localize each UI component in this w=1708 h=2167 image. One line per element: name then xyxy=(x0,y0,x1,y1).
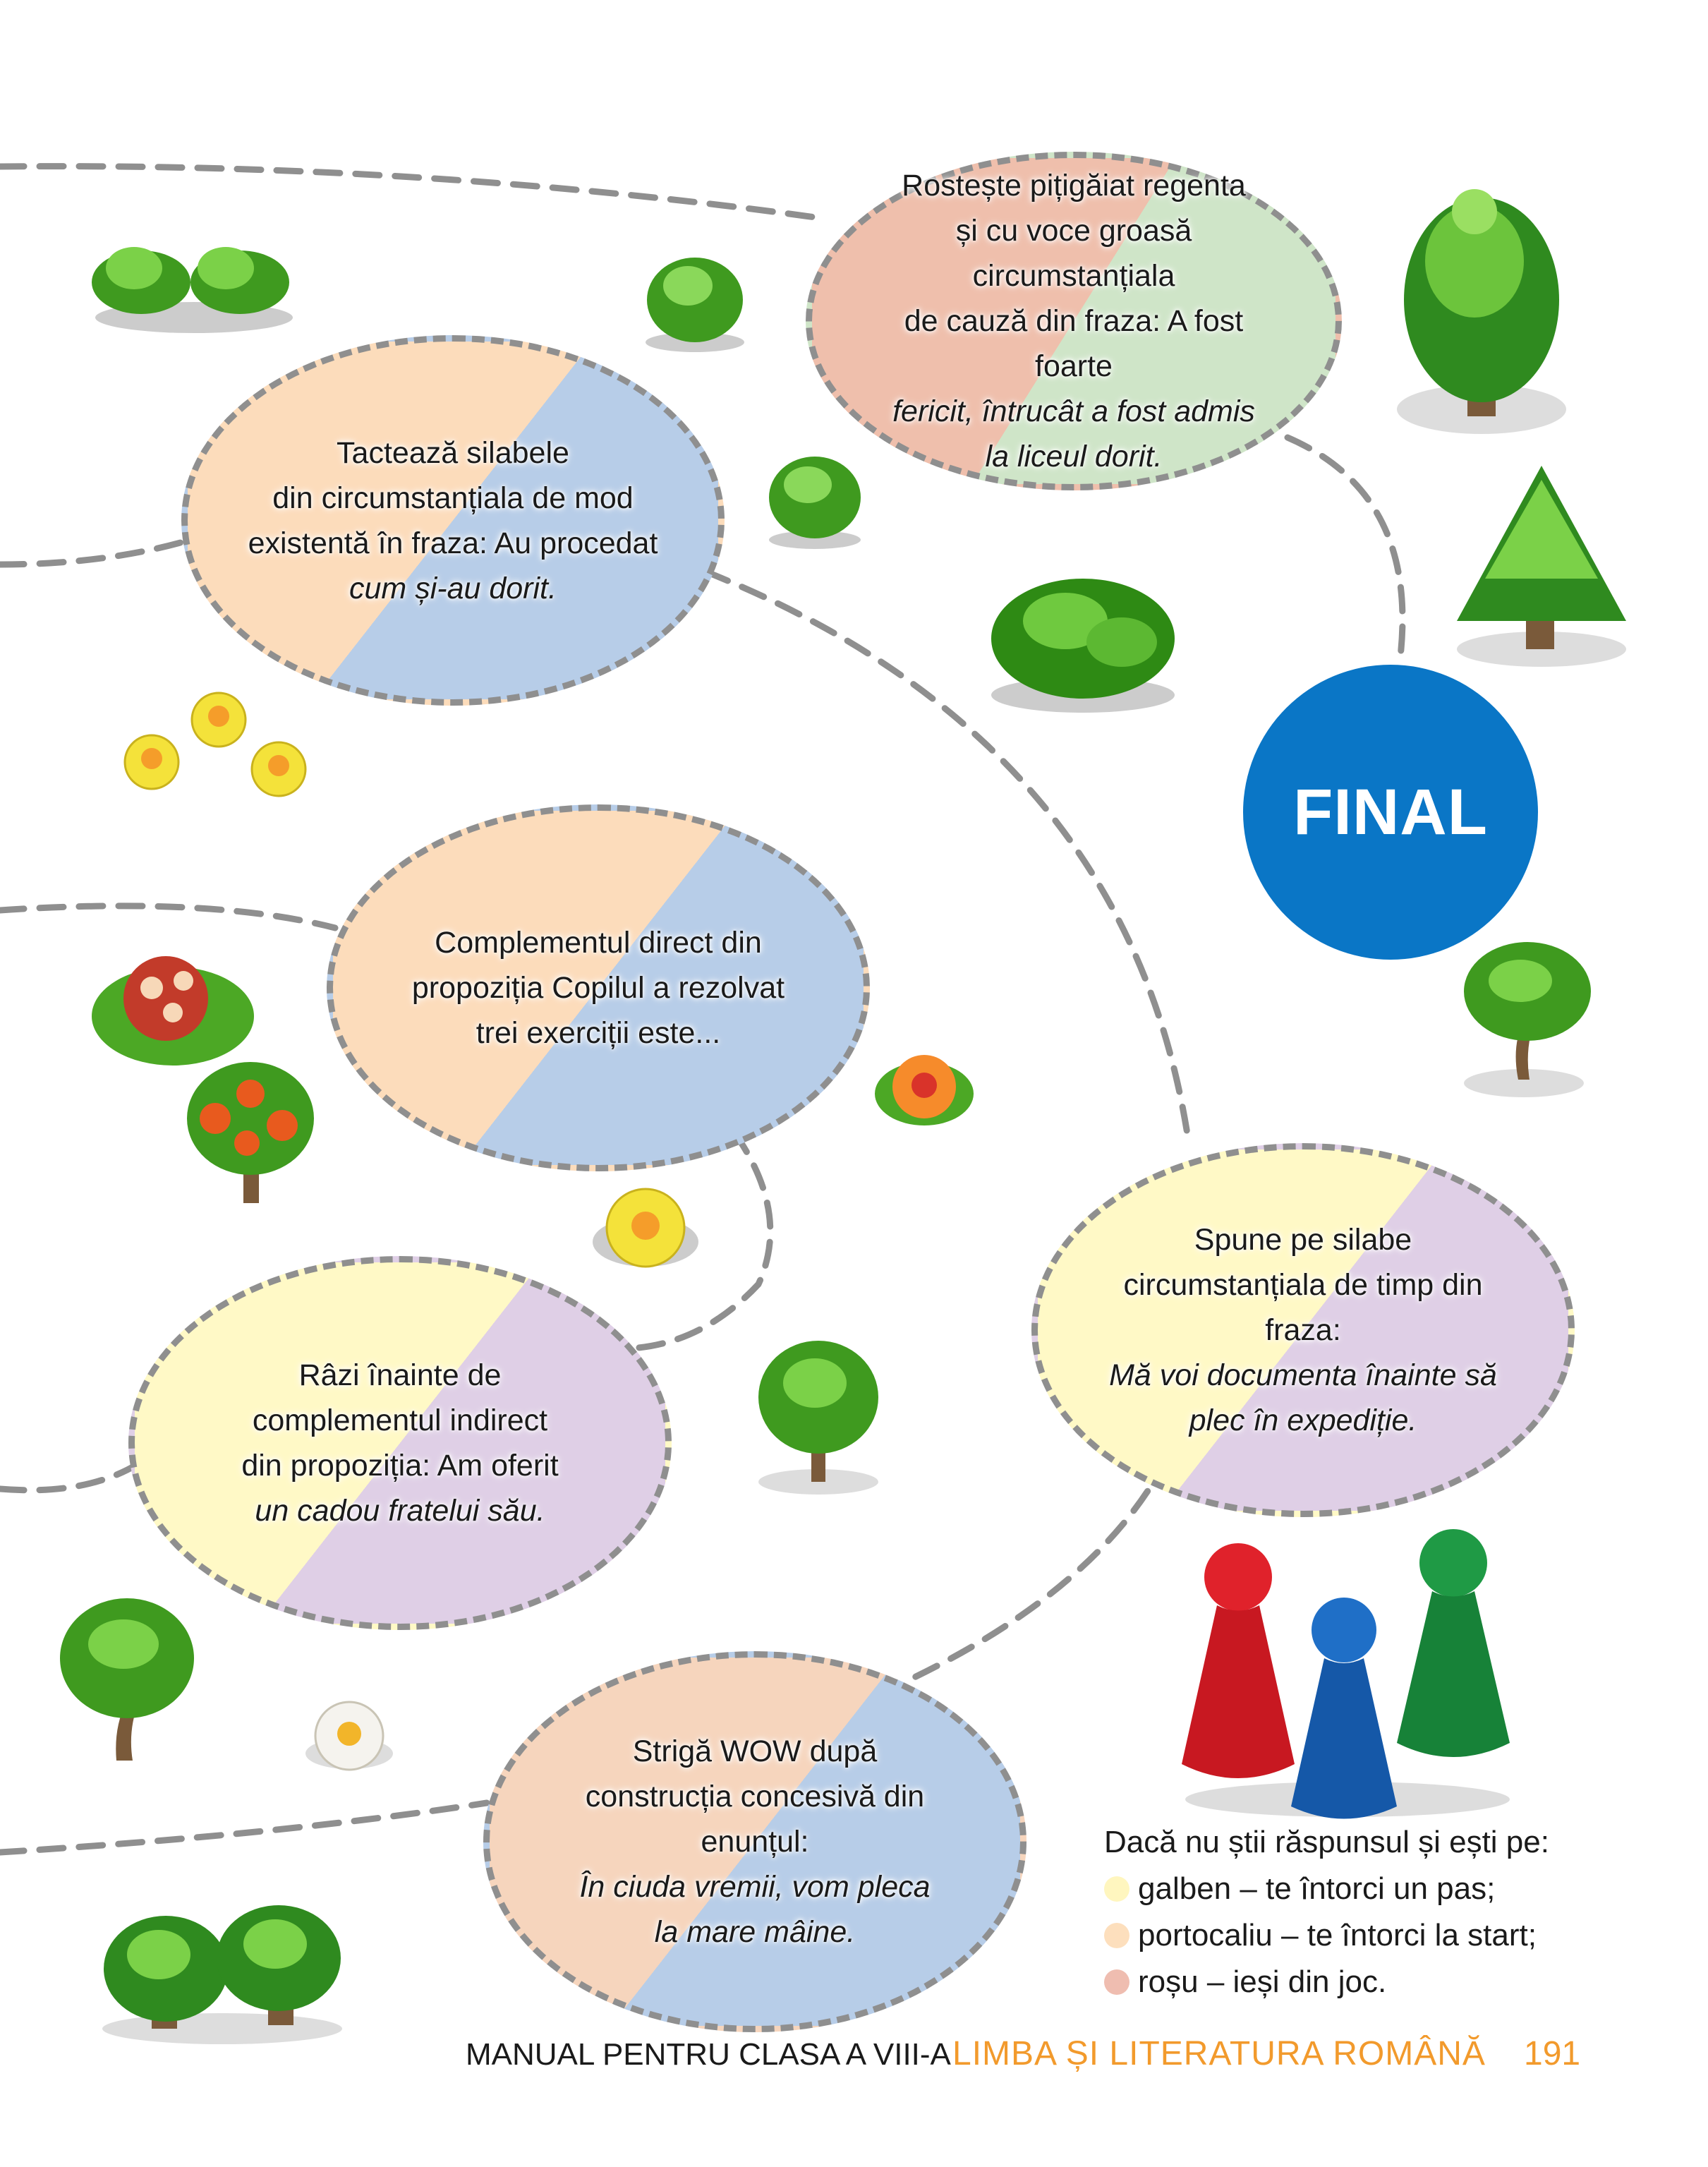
bush-icon xyxy=(92,247,293,333)
path-segment xyxy=(0,536,194,568)
final-label: FINAL xyxy=(1293,775,1488,848)
card-indirect-object: Râzi înainte de complementul indirect di… xyxy=(128,1256,672,1630)
tree-icon xyxy=(1464,942,1591,1097)
tree-icon xyxy=(187,1062,314,1203)
card-line: Râzi înainte de xyxy=(298,1358,502,1392)
tree-icon xyxy=(1457,466,1626,667)
card-direct-object: Complementul direct din propoziția Copil… xyxy=(327,804,870,1171)
path-segment xyxy=(0,1799,490,1856)
flower-icon xyxy=(305,1701,393,1771)
card-line: Mă voi documenta înainte să xyxy=(1109,1358,1497,1392)
tree-icon xyxy=(1397,189,1566,434)
path-segment xyxy=(0,903,339,931)
legend-item-orange: portocaliu – te întorci la start; xyxy=(1104,1912,1549,1959)
tree-icon xyxy=(758,1341,878,1495)
path-segment xyxy=(1284,434,1406,660)
bush-icon xyxy=(646,258,744,352)
flower-icon xyxy=(123,692,307,797)
red-dot-icon xyxy=(1104,1969,1129,1995)
card-line: Strigă WOW după xyxy=(632,1734,878,1768)
card-line: circumstanțiala de timp din fraza: xyxy=(1123,1268,1483,1347)
flower-icon xyxy=(92,956,254,1066)
final-circle: FINAL xyxy=(1243,665,1538,960)
card-line: și cu voce groasă circumstanțiala xyxy=(955,214,1192,293)
card-manner-clause: Tactează silabele din circumstanțiala de… xyxy=(181,335,725,706)
card-line: un cadou fratelui său. xyxy=(255,1494,545,1528)
card-line: fericit, întrucât a fost admis xyxy=(892,394,1255,428)
legend-item-label: portocaliu – te întorci la start; xyxy=(1138,1918,1537,1952)
path-segment xyxy=(0,1461,141,1494)
yellow-dot-icon xyxy=(1104,1876,1129,1902)
card-line: existentă în fraza: Au procedat xyxy=(248,526,658,560)
card-concessive-clause: Strigă WOW după construcția concesivă di… xyxy=(483,1651,1026,2032)
card-line: propoziția Copilul a rezolvat xyxy=(411,971,785,1005)
orange-dot-icon xyxy=(1104,1923,1129,1948)
card-time-clause: Spune pe silabe circumstanțiala de timp … xyxy=(1031,1143,1575,1517)
flower-icon xyxy=(593,1188,698,1268)
page-number: 191 xyxy=(1524,2035,1581,2072)
card-line: din propoziția: Am oferit xyxy=(241,1449,559,1483)
card-line: de cauză din fraza: A fost foarte xyxy=(904,304,1244,383)
footer-manual: MANUAL PENTRU CLASA A VIII-A xyxy=(466,2037,951,2072)
game-pawn-icon xyxy=(1182,1529,1510,1819)
card-line: Spune pe silabe xyxy=(1194,1223,1412,1257)
legend-item-label: galben – te întorci un pas; xyxy=(1138,1871,1496,1906)
bush-icon xyxy=(991,579,1175,713)
path-segment xyxy=(635,1097,774,1351)
legend: Dacă nu știi răspunsul și ești pe: galbe… xyxy=(1104,1819,1549,2005)
path-segment xyxy=(702,568,1192,1147)
page-footer: MANUAL PENTRU CLASA A VIII-A LIMBA ȘI LI… xyxy=(466,2035,1594,2080)
legend-item-yellow: galben – te întorci un pas; xyxy=(1104,1866,1549,1912)
path-segment xyxy=(0,163,829,222)
card-line: complementul indirect xyxy=(252,1404,548,1437)
card-line: din circumstanțiala de mod xyxy=(272,481,634,515)
footer-subject: LIMBA ȘI LITERATURA ROMÂNĂ xyxy=(952,2035,1486,2072)
legend-intro: Dacă nu știi răspunsul și ești pe: xyxy=(1104,1825,1549,1859)
card-line: plec în expediție. xyxy=(1189,1404,1417,1437)
bush-icon xyxy=(769,457,861,549)
card-line: Tactează silabele xyxy=(337,435,569,470)
card-cause-clause: Rostește pițigăiat regenta și cu voce gr… xyxy=(806,152,1342,490)
legend-item-red: roșu – ieși din joc. xyxy=(1104,1959,1549,2005)
path-segment xyxy=(907,1454,1171,1683)
card-line: cum și-au dorit. xyxy=(349,571,557,605)
card-line: la liceul dorit. xyxy=(985,440,1163,473)
card-line: la mare mâine. xyxy=(654,1915,856,1949)
flower-icon xyxy=(875,1055,974,1125)
card-line: construcția concesivă din enunțul: xyxy=(585,1780,925,1859)
bush-icon xyxy=(102,1905,342,2044)
legend-item-label: roșu – ieși din joc. xyxy=(1138,1964,1387,1999)
card-line: trei exerciții este... xyxy=(476,1016,721,1050)
card-line: Complementul direct din xyxy=(435,926,762,960)
card-line: Rostește pițigăiat regenta xyxy=(902,169,1246,203)
tree-icon xyxy=(60,1598,194,1761)
card-line: În ciuda vremii, vom pleca xyxy=(579,1870,931,1904)
